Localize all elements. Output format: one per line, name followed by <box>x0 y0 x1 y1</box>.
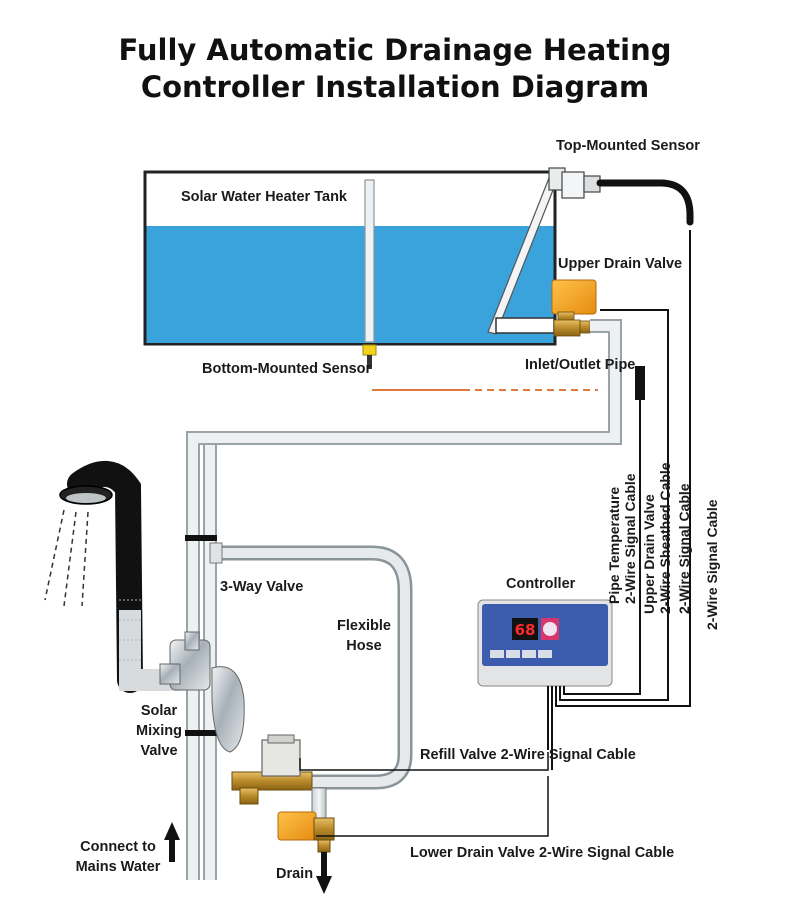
lower-drain-valve <box>277 811 335 853</box>
label-upper-drain-valve: Upper Drain Valve <box>558 256 683 272</box>
flexible-hose <box>209 542 413 790</box>
title-line-2: Controller Installation Diagram <box>140 70 650 104</box>
solar-tank <box>143 170 558 346</box>
mains-water-arrow <box>164 822 180 862</box>
label-bottom-sensor: Bottom-Mounted Sensor <box>202 361 372 377</box>
tank-water <box>146 226 554 343</box>
label-tank: Solar Water Heater Tank <box>181 189 347 205</box>
label-signal-cable-b: 2-Wire Signal Cable <box>704 499 720 630</box>
label-refill-cable: Refill Valve 2-Wire Signal Cable <box>420 747 636 763</box>
label-solar-mixing-valve: Solar Mixing Valve <box>136 703 182 759</box>
label-lower-drain-cable: Lower Drain Valve 2-Wire Signal Cable <box>410 845 675 861</box>
controller-display <box>512 618 538 640</box>
label-drain: Drain <box>276 866 314 882</box>
drain-arrow <box>316 852 332 894</box>
pipe-temperature-sensor <box>635 366 645 400</box>
shower-head <box>44 461 180 693</box>
tank-inner-tube <box>364 179 375 343</box>
label-inlet-outlet-pipe: Inlet/Outlet Pipe <box>525 357 636 373</box>
top-sensor-cable <box>596 179 694 226</box>
label-upper-drain-line1: Upper Drain Valve <box>641 494 657 614</box>
label-flexible-hose: Flexible Hose <box>337 618 391 654</box>
label-upper-drain-line2: 2-Wire Sheathed Cable <box>657 462 673 614</box>
upper-drain-valve <box>551 279 597 337</box>
label-pipe-temp-line2: 2-Wire Signal Cable <box>622 473 638 604</box>
label-signal-cable-a: 2-Wire Signal Cable <box>676 483 692 614</box>
refill-valve <box>231 734 327 819</box>
label-three-way-valve: 3-Way Valve <box>220 579 304 595</box>
controller-digits: 68 <box>515 621 536 639</box>
label-connect-mains: Connect to Mains Water <box>75 839 161 875</box>
label-top-sensor: Top-Mounted Sensor <box>556 138 700 154</box>
outlet-stub <box>495 317 555 334</box>
controller-unit <box>299 230 691 837</box>
mixing-valve <box>159 631 245 753</box>
top-sensor <box>548 167 694 226</box>
bottom-sensor <box>362 344 598 391</box>
label-pipe-temp-line1: Pipe Temperature <box>606 486 622 604</box>
diagram-title: Fully Automatic Drainage Heating Control… <box>0 32 790 106</box>
label-controller: Controller <box>506 576 576 592</box>
title-line-1: Fully Automatic Drainage Heating <box>118 33 672 67</box>
